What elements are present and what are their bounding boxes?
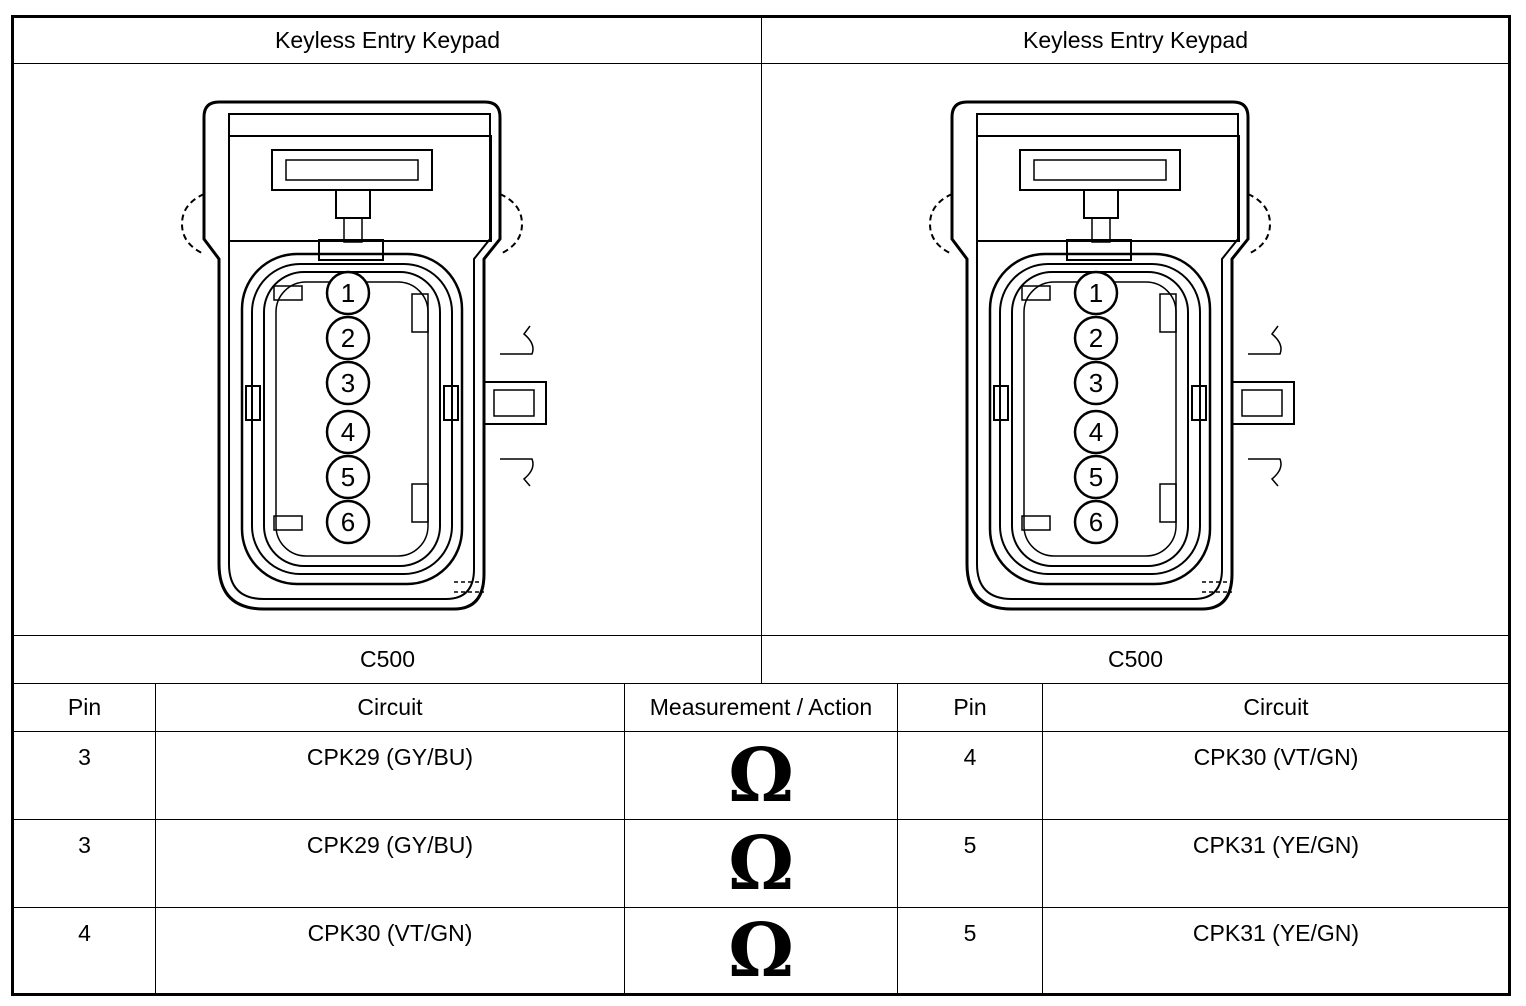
column-header-circuit-a: Circuit bbox=[357, 694, 423, 720]
pin-2: 2 bbox=[325, 315, 371, 361]
right-header-title: Keyless Entry Keypad bbox=[1022, 26, 1248, 53]
pin-1: 1 bbox=[325, 270, 371, 316]
ohm-icon: Ω bbox=[728, 732, 794, 819]
pin-number: 2 bbox=[1089, 323, 1103, 353]
pin-number: 1 bbox=[1089, 278, 1103, 308]
pin-number: 5 bbox=[1089, 462, 1103, 492]
pin-2: 2 bbox=[1073, 315, 1119, 361]
divider bbox=[13, 819, 1510, 820]
column-header-pin-b: Pin bbox=[953, 694, 987, 720]
pin-number: 4 bbox=[1089, 417, 1103, 447]
pin-number: 2 bbox=[341, 323, 355, 353]
ohm-icon: Ω bbox=[728, 820, 794, 907]
divider bbox=[1042, 684, 1043, 994]
pin-4: 4 bbox=[1073, 409, 1119, 455]
divider bbox=[155, 684, 156, 994]
pin-3: 3 bbox=[1073, 360, 1119, 406]
pin-4: 4 bbox=[325, 409, 371, 455]
pin-number: 5 bbox=[341, 462, 355, 492]
divider bbox=[624, 684, 625, 994]
divider bbox=[761, 17, 762, 684]
divider bbox=[13, 907, 1510, 908]
column-header-circuit-b: Circuit bbox=[1243, 694, 1309, 720]
pin-number: 4 bbox=[341, 417, 355, 447]
connector-diagram-left: 1 2 3 4 5 6 bbox=[180, 100, 547, 611]
pin-5: 5 bbox=[1073, 454, 1119, 500]
column-header-measurement: Measurement / Action bbox=[649, 694, 873, 720]
pin-3: 3 bbox=[325, 360, 371, 406]
pin-number: 6 bbox=[341, 507, 355, 537]
table-row-2-circuit-b: CPK31 (YE/GN) bbox=[1192, 832, 1360, 858]
pin-number: 3 bbox=[1089, 368, 1103, 398]
table-row-1-pin-b: 4 bbox=[963, 744, 977, 770]
table-row-2-pin-a: 3 bbox=[78, 832, 91, 858]
ohm-icon: Ω bbox=[728, 908, 794, 994]
connector-diagram-right: 1 2 3 4 5 6 bbox=[928, 100, 1295, 611]
table-row-1-pin-a: 3 bbox=[78, 744, 91, 770]
left-connector-label: C500 bbox=[360, 646, 415, 672]
table-row-1-circuit-b: CPK30 (VT/GN) bbox=[1193, 744, 1359, 770]
pin-6: 6 bbox=[325, 499, 371, 545]
pin-1: 1 bbox=[1073, 270, 1119, 316]
column-header-pin-a: Pin bbox=[67, 694, 102, 720]
left-header-title: Keyless Entry Keypad bbox=[274, 26, 500, 53]
table-row-2-ohm-icon: Ω bbox=[625, 820, 897, 907]
diagram-frame bbox=[11, 15, 1511, 996]
divider bbox=[13, 731, 1510, 732]
table-row-1-circuit-a: CPK29 (GY/BU) bbox=[306, 744, 474, 770]
table-row-2-pin-b: 5 bbox=[963, 832, 977, 858]
table-row-3-circuit-b: CPK31 (YE/GN) bbox=[1192, 920, 1360, 946]
table-row-3-circuit-a: CPK30 (VT/GN) bbox=[307, 920, 473, 946]
table-row-2-circuit-a: CPK29 (GY/BU) bbox=[306, 832, 474, 858]
pin-number: 6 bbox=[1089, 507, 1103, 537]
divider bbox=[897, 684, 898, 994]
pin-number: 3 bbox=[341, 368, 355, 398]
pin-5: 5 bbox=[325, 454, 371, 500]
right-connector-label: C500 bbox=[1108, 646, 1163, 672]
pin-6: 6 bbox=[1073, 499, 1119, 545]
pin-number: 1 bbox=[341, 278, 355, 308]
table-row-1-ohm-icon: Ω bbox=[625, 732, 897, 819]
table-row-3-pin-b: 5 bbox=[963, 920, 977, 946]
table-row-3-pin-a: 4 bbox=[78, 920, 91, 946]
table-row-3-ohm-icon: Ω bbox=[625, 908, 897, 994]
